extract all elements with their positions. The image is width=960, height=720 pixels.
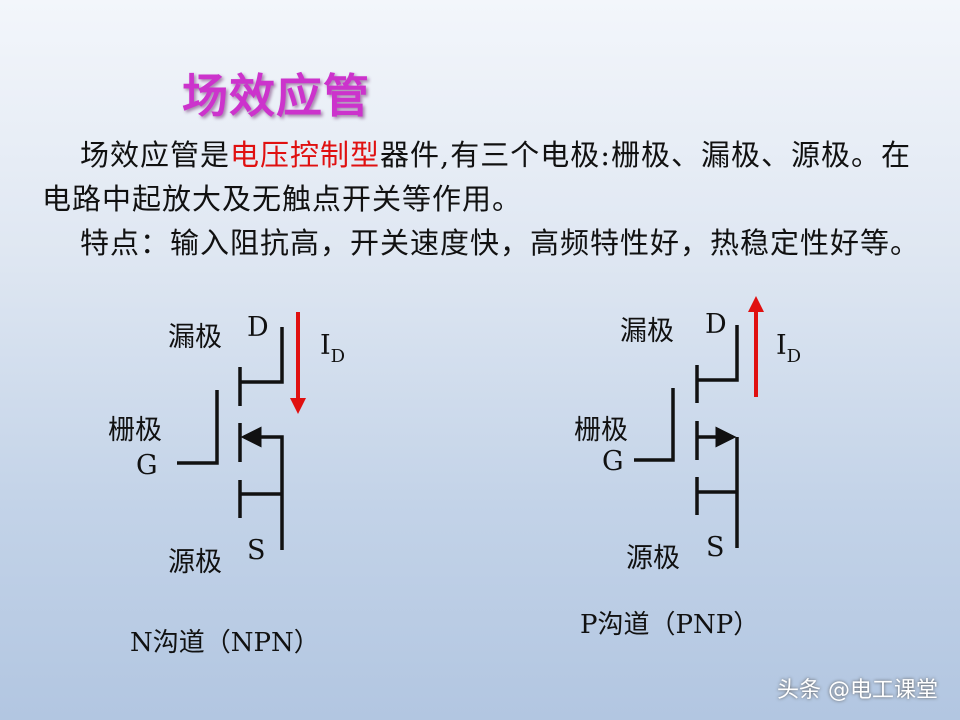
n-current-symbol: I — [320, 330, 331, 361]
n-gate-letter: G — [136, 450, 158, 481]
p-source-label: 源极 — [626, 543, 680, 574]
p-drain-letter: D — [705, 309, 727, 340]
n-drain-label: 漏极 — [168, 322, 222, 353]
n-channel-symbol — [177, 327, 284, 550]
watermark: 头条 @电工课堂 — [777, 678, 938, 703]
n-gate-label: 栅极 — [108, 415, 162, 446]
highlight-text: 电压控制型 — [230, 138, 381, 172]
p-gate-label: 栅极 — [574, 415, 628, 446]
p-source-letter: S — [706, 532, 725, 563]
n-channel-caption: N沟道（NPN） — [130, 628, 320, 658]
p-drain-label: 漏极 — [620, 316, 674, 347]
intro-text: 场效应管是 — [80, 138, 231, 172]
p-current-symbol: I — [776, 330, 787, 361]
n-current-label: ID — [320, 330, 345, 367]
p-current-label: ID — [776, 330, 801, 367]
p-current-subscript: D — [786, 346, 802, 367]
n-drain-letter: D — [247, 312, 269, 343]
paragraph-features: 特点：输入阻抗高，开关速度快，高频特性好，热稳定性好等。 — [80, 226, 921, 260]
n-source-label: 源极 — [168, 547, 222, 578]
p-channel-caption: P沟道（PNP） — [580, 610, 760, 640]
slide-title: 场效应管 — [182, 69, 370, 123]
intro-text-rest: 器件,有三个电极:栅极、漏极、源极。在电路中起放大及无触点开关等作用。 — [42, 138, 912, 216]
paragraph-intro: 场效应管是电压控制型器件,有三个电极:栅极、漏极、源极。在电路中起放大及无触点开… — [42, 133, 922, 221]
n-source-letter: S — [247, 535, 266, 566]
p-channel-symbol — [634, 325, 739, 548]
p-gate-letter: G — [602, 446, 624, 477]
n-current-subscript: D — [330, 346, 346, 367]
